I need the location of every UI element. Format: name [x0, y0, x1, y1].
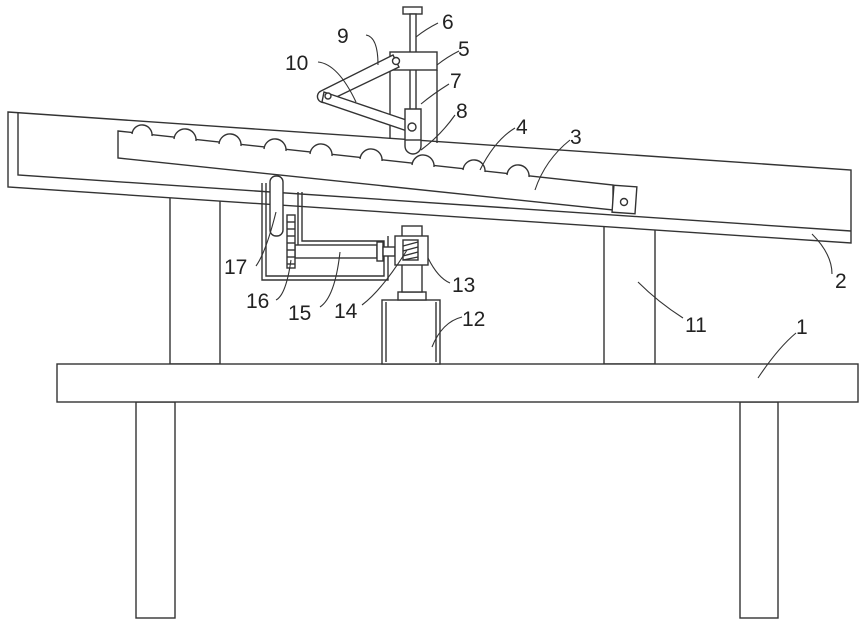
label-17: 17 — [224, 256, 247, 279]
label-11: 11 — [685, 314, 707, 337]
label-2: 2 — [835, 270, 847, 293]
label-7: 7 — [450, 70, 462, 93]
label-13: 13 — [452, 274, 475, 297]
label-15: 15 — [288, 302, 311, 325]
motor — [382, 300, 440, 364]
rod-cap — [403, 7, 422, 14]
label-16: 16 — [246, 290, 269, 313]
label-3: 3 — [570, 126, 582, 149]
label-9: 9 — [337, 25, 349, 48]
table-leg-left — [136, 402, 175, 618]
label-5: 5 — [458, 38, 470, 61]
label-10: 10 — [285, 52, 308, 75]
label-4: 4 — [516, 116, 528, 139]
shaft — [295, 245, 377, 258]
table-leg-right — [740, 402, 778, 618]
label-12: 12 — [462, 308, 485, 331]
label-8: 8 — [456, 100, 468, 123]
arm-lower — [322, 92, 412, 132]
support-post-left — [170, 190, 220, 364]
label-14: 14 — [334, 300, 358, 323]
table-top — [57, 364, 858, 402]
label-1: 1 — [796, 316, 808, 339]
support-post-right — [604, 220, 655, 364]
label-6: 6 — [442, 11, 454, 34]
